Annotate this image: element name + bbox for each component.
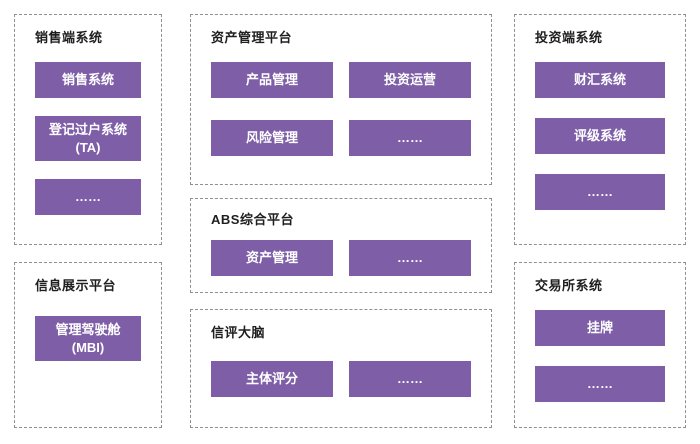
block-column: 财汇系统 评级系统 …… <box>535 62 665 210</box>
block-label: …… <box>397 250 423 266</box>
block-label: 风险管理 <box>245 130 298 146</box>
block-label: …… <box>587 376 613 392</box>
block-grid: 资产管理 …… <box>211 240 471 276</box>
group-title-abs-platform: ABS综合平台 <box>211 212 294 227</box>
group-title-sales-side: 销售端系统 <box>35 30 103 45</box>
group-investment-side-system: 投资端系统 财汇系统 评级系统 …… <box>514 14 686 245</box>
block-registration-transfer-ta: 登记过户系统 (TA) <box>35 116 141 162</box>
group-asset-management-platform: 资产管理平台 产品管理 投资运营 风险管理 …… <box>190 14 492 185</box>
block-ellipsis: …… <box>535 366 665 402</box>
block-label: 产品管理 <box>245 72 298 88</box>
block-sublabel: (TA) <box>75 139 101 155</box>
block-label: 管理驾驶舱 <box>55 322 121 337</box>
block-ellipsis: …… <box>349 361 471 397</box>
block-label: …… <box>75 189 101 205</box>
block-grid: 主体评分 …… <box>211 361 471 397</box>
block-label: 财汇系统 <box>573 72 626 88</box>
group-information-display-platform: 信息展示平台 管理驾驶舱 (MBI) <box>14 262 162 428</box>
block-label: 评级系统 <box>573 128 626 144</box>
group-title-credit-rating-brain: 信评大脑 <box>211 325 266 340</box>
block-label: …… <box>587 184 613 200</box>
block-column: 挂牌 …… <box>535 310 665 402</box>
block-ellipsis: …… <box>535 174 665 210</box>
block-rating-system: 评级系统 <box>535 118 665 154</box>
block-label: 挂牌 <box>586 320 613 336</box>
block-ellipsis: …… <box>35 179 141 216</box>
block-label: 主体评分 <box>245 371 298 387</box>
group-title-information-display: 信息展示平台 <box>35 278 117 293</box>
block-product-management: 产品管理 <box>211 62 333 98</box>
block-financial-data-system: 财汇系统 <box>535 62 665 98</box>
block-label: 资产管理 <box>245 250 298 266</box>
block-listing: 挂牌 <box>535 310 665 346</box>
block-risk-management: 风险管理 <box>211 120 333 156</box>
block-label: 销售系统 <box>61 72 114 88</box>
group-title-investment-side: 投资端系统 <box>535 30 603 45</box>
group-sales-side-system: 销售端系统 销售系统 登记过户系统 (TA) …… <box>14 14 162 245</box>
group-title-exchange-system: 交易所系统 <box>535 278 603 293</box>
block-asset-management: 资产管理 <box>211 240 333 276</box>
block-label: …… <box>397 130 423 146</box>
block-investment-operations: 投资运营 <box>349 62 471 98</box>
block-sublabel: (MBI) <box>71 339 105 355</box>
block-sales-system: 销售系统 <box>35 62 141 98</box>
block-label: 登记过户系统 <box>48 122 127 137</box>
block-column: 销售系统 登记过户系统 (TA) …… <box>35 62 141 216</box>
group-credit-rating-brain: 信评大脑 主体评分 …… <box>190 309 492 428</box>
block-column: 管理驾驶舱 (MBI) <box>35 316 141 362</box>
group-title-asset-management: 资产管理平台 <box>211 30 293 45</box>
group-exchange-system: 交易所系统 挂牌 …… <box>514 262 686 428</box>
block-ellipsis: …… <box>349 240 471 276</box>
group-abs-comprehensive-platform: ABS综合平台 资产管理 …… <box>190 198 492 293</box>
block-grid: 产品管理 投资运营 风险管理 …… <box>211 62 471 156</box>
block-management-cockpit-mbi: 管理驾驶舱 (MBI) <box>35 316 141 362</box>
block-label: …… <box>397 371 423 387</box>
block-entity-scoring: 主体评分 <box>211 361 333 397</box>
block-label: 投资运营 <box>383 72 436 88</box>
block-ellipsis: …… <box>349 120 471 156</box>
